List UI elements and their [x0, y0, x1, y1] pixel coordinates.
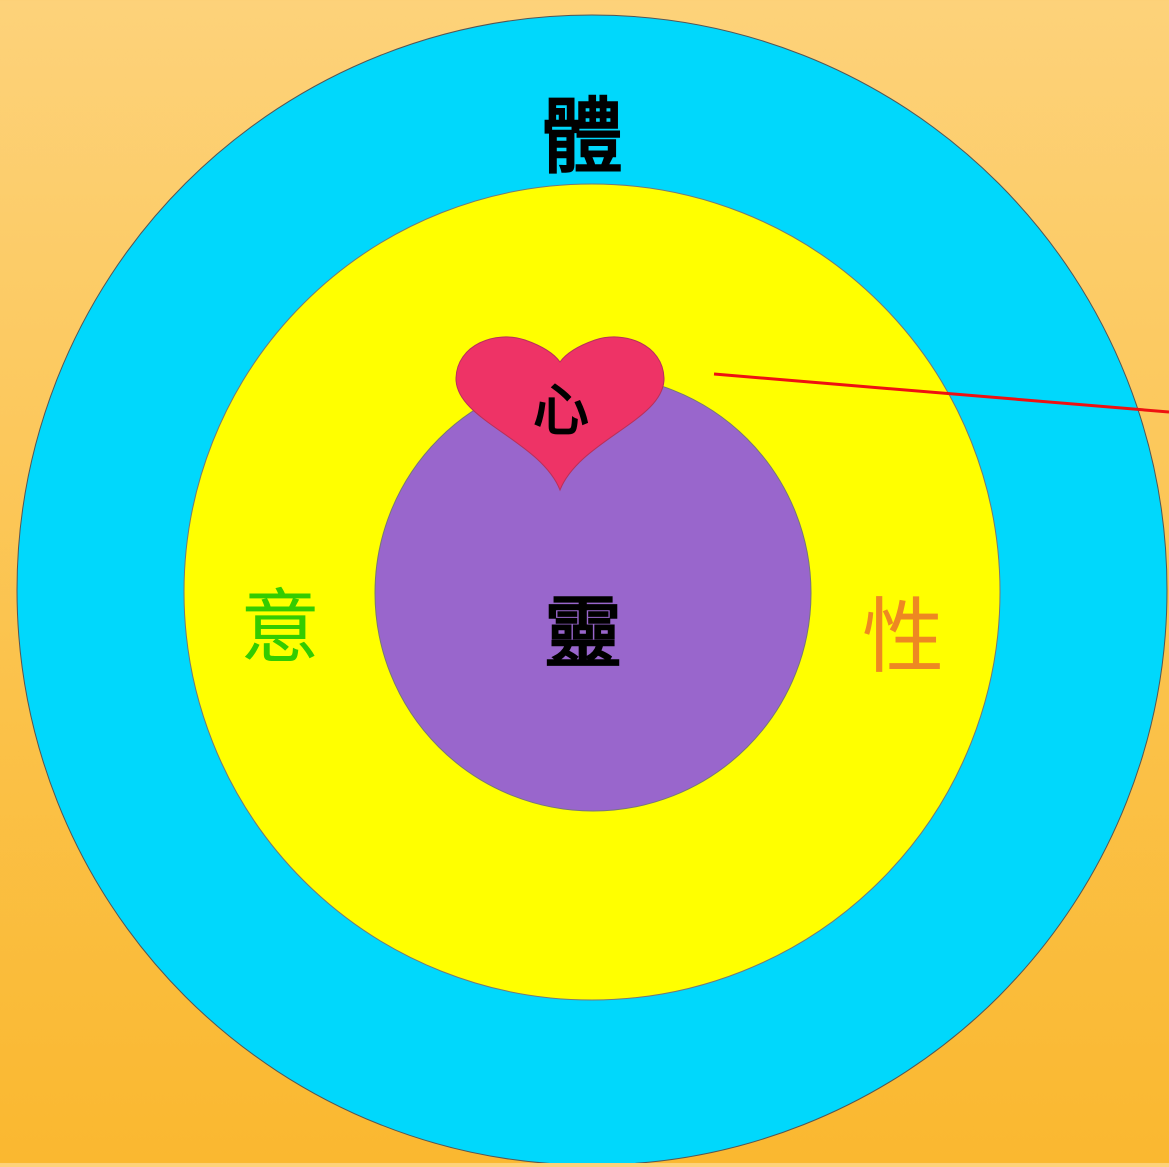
label-heart: 心: [533, 378, 589, 444]
label-will: 意: [240, 581, 320, 674]
pointer-line: [713, 372, 1169, 414]
label-spirit: 靈: [544, 588, 622, 679]
label-nature: 性: [862, 590, 944, 685]
heart-shape: [455, 336, 665, 492]
label-body: 體: [541, 89, 623, 185]
